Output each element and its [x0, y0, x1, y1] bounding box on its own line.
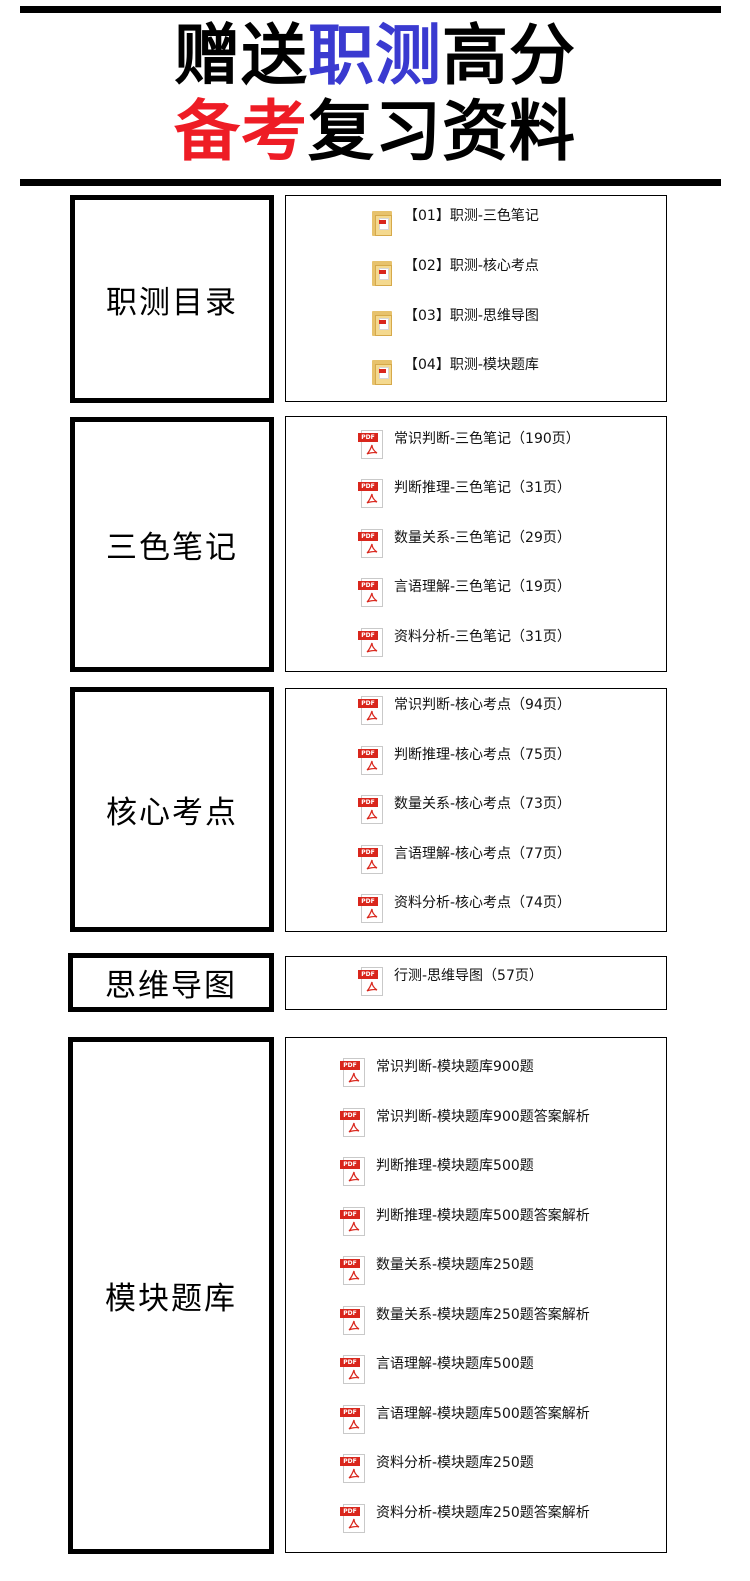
pdf-file-label: 常识判断-模块题库900题答案解析	[376, 1109, 590, 1125]
pdf-file-item[interactable]: PDF 常识判断-模块题库900题	[340, 1058, 534, 1088]
pdf-icon: PDF	[358, 795, 384, 825]
pdf-file-label: 言语理解-三色笔记（19页）	[394, 579, 571, 595]
file-panel-core-points: PDF 常识判断-核心考点（94页） PDF 判断推理-核心考点（75页） PD…	[285, 688, 667, 932]
pdf-file-item[interactable]: PDF 言语理解-模块题库500题答案解析	[340, 1405, 590, 1435]
folder-icon	[372, 356, 394, 386]
pdf-file-label: 行测-思维导图（57页）	[394, 968, 543, 984]
pdf-icon: PDF	[340, 1504, 366, 1534]
pdf-icon: PDF	[358, 430, 384, 460]
folder-item-label: 【04】职测-模块题库	[404, 357, 539, 373]
folder-item[interactable]: 【03】职测-思维导图	[372, 307, 539, 337]
pdf-file-label: 判断推理-模块题库500题答案解析	[376, 1208, 590, 1224]
pdf-file-item[interactable]: PDF 言语理解-三色笔记（19页）	[358, 578, 571, 608]
pdf-file-item[interactable]: PDF 数量关系-模块题库250题答案解析	[340, 1306, 590, 1336]
file-panel-question-bank: PDF 常识判断-模块题库900题 PDF 常识判断-模块题库900题答案解析 …	[285, 1037, 667, 1553]
pdf-file-label: 言语理解-模块题库500题	[376, 1356, 534, 1372]
folder-item-label: 【03】职测-思维导图	[404, 308, 539, 324]
pdf-icon: PDF	[358, 628, 384, 658]
category-label-question-bank: 模块题库	[68, 1037, 274, 1554]
header-divider	[20, 179, 721, 186]
pdf-file-label: 资料分析-模块题库250题答案解析	[376, 1505, 590, 1521]
headline-line-2: 备考复习资料	[0, 94, 750, 170]
pdf-icon: PDF	[358, 746, 384, 776]
pdf-file-item[interactable]: PDF 数量关系-模块题库250题	[340, 1256, 534, 1286]
pdf-file-item[interactable]: PDF 资料分析-核心考点（74页）	[358, 894, 571, 924]
pdf-file-item[interactable]: PDF 判断推理-三色笔记（31页）	[358, 479, 571, 509]
pdf-icon: PDF	[358, 967, 384, 997]
file-panel-catalog: 【01】职测-三色笔记 【02】职测-核心考点 【03】职测-思维导图 【04】…	[285, 195, 667, 402]
pdf-file-label: 常识判断-模块题库900题	[376, 1059, 534, 1075]
pdf-file-label: 数量关系-核心考点（73页）	[394, 796, 571, 812]
pdf-file-label: 判断推理-模块题库500题	[376, 1158, 534, 1174]
folder-item[interactable]: 【01】职测-三色笔记	[372, 207, 539, 237]
pdf-icon: PDF	[340, 1454, 366, 1484]
folder-icon	[372, 257, 394, 287]
pdf-file-item[interactable]: PDF 数量关系-三色笔记（29页）	[358, 529, 571, 559]
pdf-file-item[interactable]: PDF 资料分析-三色笔记（31页）	[358, 628, 571, 658]
folder-icon	[372, 307, 394, 337]
pdf-file-item[interactable]: PDF 言语理解-模块题库500题	[340, 1355, 534, 1385]
headline-part: 高分	[442, 17, 576, 94]
pdf-file-item[interactable]: PDF 判断推理-核心考点（75页）	[358, 746, 571, 776]
pdf-icon: PDF	[340, 1355, 366, 1385]
pdf-icon: PDF	[340, 1207, 366, 1237]
pdf-icon: PDF	[340, 1157, 366, 1187]
pdf-icon: PDF	[358, 529, 384, 559]
pdf-file-item[interactable]: PDF 言语理解-核心考点（77页）	[358, 845, 571, 875]
category-label-catalog: 职测目录	[70, 195, 274, 403]
pdf-file-label: 常识判断-核心考点（94页）	[394, 697, 571, 713]
headline-part-highlight: 职测	[308, 17, 442, 94]
folder-item-label: 【01】职测-三色笔记	[404, 208, 539, 224]
pdf-icon: PDF	[358, 479, 384, 509]
pdf-icon: PDF	[358, 894, 384, 924]
pdf-file-item[interactable]: PDF 常识判断-核心考点（94页）	[358, 696, 571, 726]
folder-item[interactable]: 【04】职测-模块题库	[372, 356, 539, 386]
pdf-file-item[interactable]: PDF 数量关系-核心考点（73页）	[358, 795, 571, 825]
headline-part: 赠送	[174, 17, 308, 94]
headline-part: 复习资料	[308, 93, 576, 170]
file-panel-tricolor-notes: PDF 常识判断-三色笔记（190页） PDF 判断推理-三色笔记（31页） P…	[285, 416, 667, 672]
pdf-icon: PDF	[358, 845, 384, 875]
pdf-icon: PDF	[340, 1405, 366, 1435]
pdf-file-label: 资料分析-三色笔记（31页）	[394, 629, 571, 645]
pdf-file-item[interactable]: PDF 资料分析-模块题库250题答案解析	[340, 1504, 590, 1534]
pdf-file-label: 资料分析-核心考点（74页）	[394, 895, 571, 911]
pdf-icon: PDF	[358, 696, 384, 726]
category-label-core-points: 核心考点	[70, 687, 274, 932]
pdf-file-label: 数量关系-模块题库250题	[376, 1257, 534, 1273]
pdf-file-label: 判断推理-核心考点（75页）	[394, 747, 571, 763]
pdf-file-item[interactable]: PDF 常识判断-模块题库900题答案解析	[340, 1108, 590, 1138]
pdf-file-label: 判断推理-三色笔记（31页）	[394, 480, 571, 496]
category-label-mind-map: 思维导图	[68, 953, 274, 1012]
folder-icon	[372, 207, 394, 237]
top-divider	[20, 6, 721, 13]
pdf-file-item[interactable]: PDF 常识判断-三色笔记（190页）	[358, 430, 580, 460]
pdf-icon: PDF	[358, 578, 384, 608]
pdf-file-label: 数量关系-三色笔记（29页）	[394, 530, 571, 546]
pdf-file-label: 言语理解-模块题库500题答案解析	[376, 1406, 590, 1422]
pdf-file-label: 常识判断-三色笔记（190页）	[394, 431, 580, 447]
file-panel-mind-map: PDF 行测-思维导图（57页）	[285, 956, 667, 1010]
pdf-icon: PDF	[340, 1256, 366, 1286]
pdf-icon: PDF	[340, 1306, 366, 1336]
folder-item-label: 【02】职测-核心考点	[404, 258, 539, 274]
headline-part-highlight: 备考	[174, 93, 308, 170]
headline-line-1: 赠送职测高分	[0, 18, 750, 94]
pdf-file-item[interactable]: PDF 行测-思维导图（57页）	[358, 967, 543, 997]
pdf-file-item[interactable]: PDF 判断推理-模块题库500题答案解析	[340, 1207, 590, 1237]
pdf-file-label: 数量关系-模块题库250题答案解析	[376, 1307, 590, 1323]
category-label-tricolor-notes: 三色笔记	[70, 417, 274, 672]
pdf-icon: PDF	[340, 1058, 366, 1088]
pdf-file-item[interactable]: PDF 判断推理-模块题库500题	[340, 1157, 534, 1187]
folder-item[interactable]: 【02】职测-核心考点	[372, 257, 539, 287]
pdf-file-label: 言语理解-核心考点（77页）	[394, 846, 571, 862]
pdf-file-item[interactable]: PDF 资料分析-模块题库250题	[340, 1454, 534, 1484]
pdf-icon: PDF	[340, 1108, 366, 1138]
pdf-file-label: 资料分析-模块题库250题	[376, 1455, 534, 1471]
